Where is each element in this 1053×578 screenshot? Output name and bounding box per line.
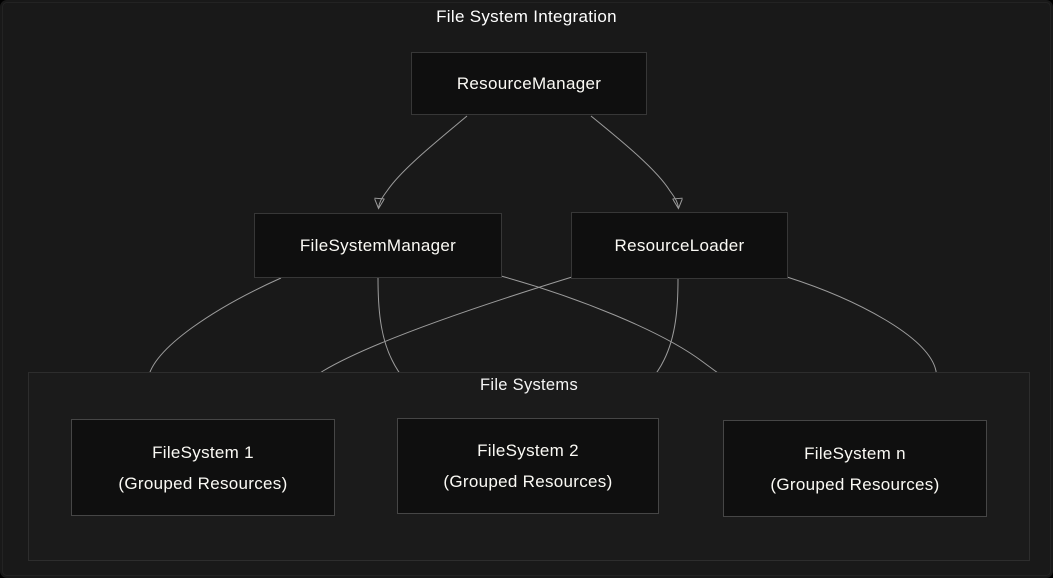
node-resource-loader-label: ResourceLoader [614,235,745,255]
edge-resourcemanager-filesystemmanager [379,115,468,208]
cluster-file-systems-label: File Systems [479,376,579,394]
node-resource-manager: ResourceManager [411,52,647,115]
diagram-title: File System Integration [436,7,617,26]
node-filesystem-1-title: FileSystem 1 [152,442,254,462]
node-filesystem-2-title: FileSystem 2 [477,441,579,460]
node-filesystem-2-subtitle: (Grouped Resources) [443,472,613,491]
node-filesystem-1-subtitle: (Grouped Resources) [118,473,288,493]
node-resource-loader: ResourceLoader [571,212,788,279]
node-filesystem-n-title: FileSystem n [804,443,906,463]
edge-resourcemanager-resourceloader [590,115,678,208]
node-resource-manager-label: ResourceManager [456,73,602,93]
node-file-system-manager: FileSystemManager [254,213,502,278]
node-filesystem-2: FileSystem 2 (Grouped Resources) [397,418,659,514]
node-filesystem-n: FileSystem n (Grouped Resources) [723,420,987,517]
node-filesystem-n-subtitle: (Grouped Resources) [770,474,940,494]
node-filesystem-1: FileSystem 1 (Grouped Resources) [71,419,335,516]
node-file-system-manager-label: FileSystemManager [299,235,457,255]
